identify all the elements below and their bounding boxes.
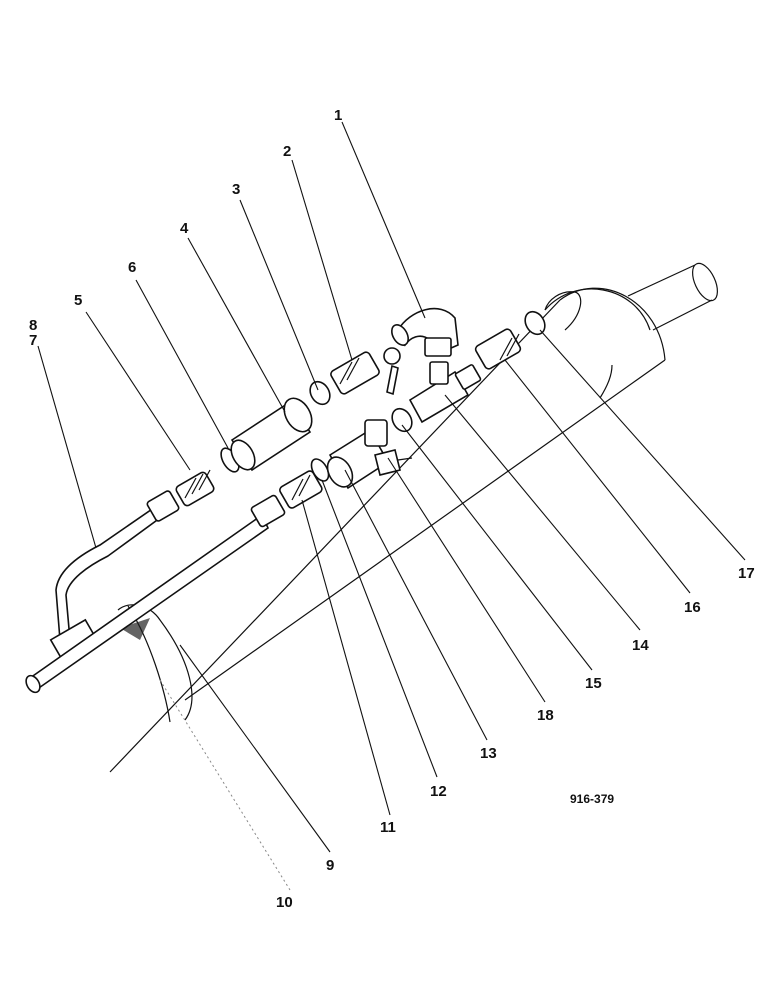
tank-body xyxy=(109,287,666,773)
straight-pipe xyxy=(25,494,286,694)
outlet-pipe xyxy=(627,262,718,331)
callout-18: 18 xyxy=(537,707,554,724)
washer-12 xyxy=(310,458,330,482)
tee-14 xyxy=(408,361,482,424)
callout-4: 4 xyxy=(180,220,189,237)
callout-17: 17 xyxy=(738,565,755,582)
drain-tap xyxy=(383,347,401,396)
callout-5: 5 xyxy=(74,292,82,309)
valve-13 xyxy=(326,419,390,490)
callout-3: 3 xyxy=(232,181,240,198)
fitting-11 xyxy=(279,470,323,509)
callout-14: 14 xyxy=(632,637,649,654)
washer-3 xyxy=(309,380,331,406)
callout-1: 1 xyxy=(334,107,342,124)
mounting-strap xyxy=(117,604,291,891)
washer-15 xyxy=(391,407,413,433)
drawing-code: 916-379 xyxy=(570,792,614,806)
callout-11: 11 xyxy=(380,819,396,836)
callout-9: 9 xyxy=(326,857,334,874)
filter-4 xyxy=(230,397,313,472)
callout-12: 12 xyxy=(430,783,447,800)
callout-labels: 1 2 3 4 5 6 7 8 9 10 11 12 13 14 15 16 1… xyxy=(29,107,755,911)
fitting-16 xyxy=(474,328,522,370)
washer-17 xyxy=(524,310,546,336)
bent-pipe xyxy=(49,490,180,666)
callout-6: 6 xyxy=(128,259,136,276)
callout-15: 15 xyxy=(585,675,602,692)
callout-16: 16 xyxy=(684,599,701,616)
leader-lines xyxy=(37,121,746,853)
callout-2: 2 xyxy=(283,143,291,160)
fitting-5 xyxy=(175,469,215,507)
callout-8: 8 xyxy=(29,317,37,334)
callout-10: 10 xyxy=(276,894,293,911)
valve-handle-18 xyxy=(374,449,413,476)
elbow-1 xyxy=(391,307,459,357)
callout-7: 7 xyxy=(29,332,37,349)
callout-13: 13 xyxy=(480,745,497,762)
fitting-2 xyxy=(330,351,380,395)
